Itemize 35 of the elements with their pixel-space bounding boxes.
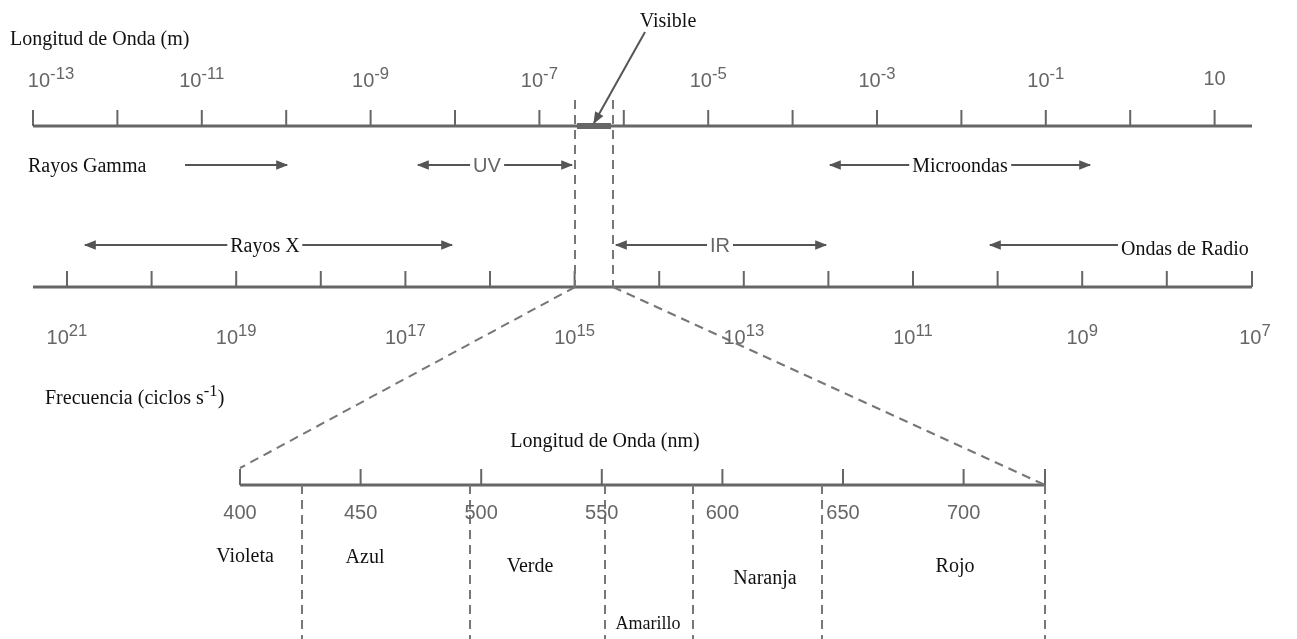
tick-label: 10$^{9}$ (1066, 322, 1098, 348)
tick-label: 10 (1203, 67, 1226, 89)
color-label: Rojo (935, 554, 975, 576)
tick-label: 650 (826, 501, 860, 523)
tick-label: 10$^{-3}$ (858, 65, 896, 91)
color-label: Naranja (733, 566, 797, 588)
leader-line (593, 31, 646, 125)
color-label: Verde (506, 554, 554, 576)
tick-label: 10$^{19}$ (215, 322, 257, 348)
tick-label: 10$^{21}$ (46, 322, 88, 348)
tick-label: 10$^{-5}$ (689, 65, 727, 91)
visible-band (577, 123, 611, 129)
axis-title: Longitud de Onda (m) (10, 27, 190, 49)
tick-label: 10$^{-1}$ (1027, 65, 1065, 91)
tick-label: 10$^{-9}$ (352, 65, 390, 91)
tick-label: 500 (464, 501, 498, 523)
tick-label: 10$^{-11}$ (179, 65, 225, 91)
tick-label: 10$^{-7}$ (520, 65, 558, 91)
tick-label: 700 (946, 501, 981, 523)
tick-label: 400 (223, 501, 257, 523)
tick-label: 10$^{13}$ (723, 322, 765, 348)
tick-label: 10$^{15}$ (554, 322, 595, 348)
tick-label: 10$^{11}$ (893, 322, 933, 348)
color-label: Amarillo (615, 614, 681, 634)
tick-label: 450 (343, 501, 378, 523)
axis-title: Longitud de Onda (nm) (510, 429, 700, 451)
color-label: Violeta (216, 544, 274, 566)
tick-label: 550 (585, 501, 619, 523)
tick-label: 10$^{-13}$ (27, 65, 75, 91)
callout-label: Visible (639, 9, 697, 31)
tick-label: 10$^{7}$ (1239, 322, 1271, 348)
axis-title: Frecuencia (ciclos s$^{-1}$) (45, 382, 225, 408)
tick-label: 10$^{17}$ (385, 322, 426, 348)
tick-label: 600 (705, 501, 740, 523)
color-label: Azul (345, 545, 385, 567)
